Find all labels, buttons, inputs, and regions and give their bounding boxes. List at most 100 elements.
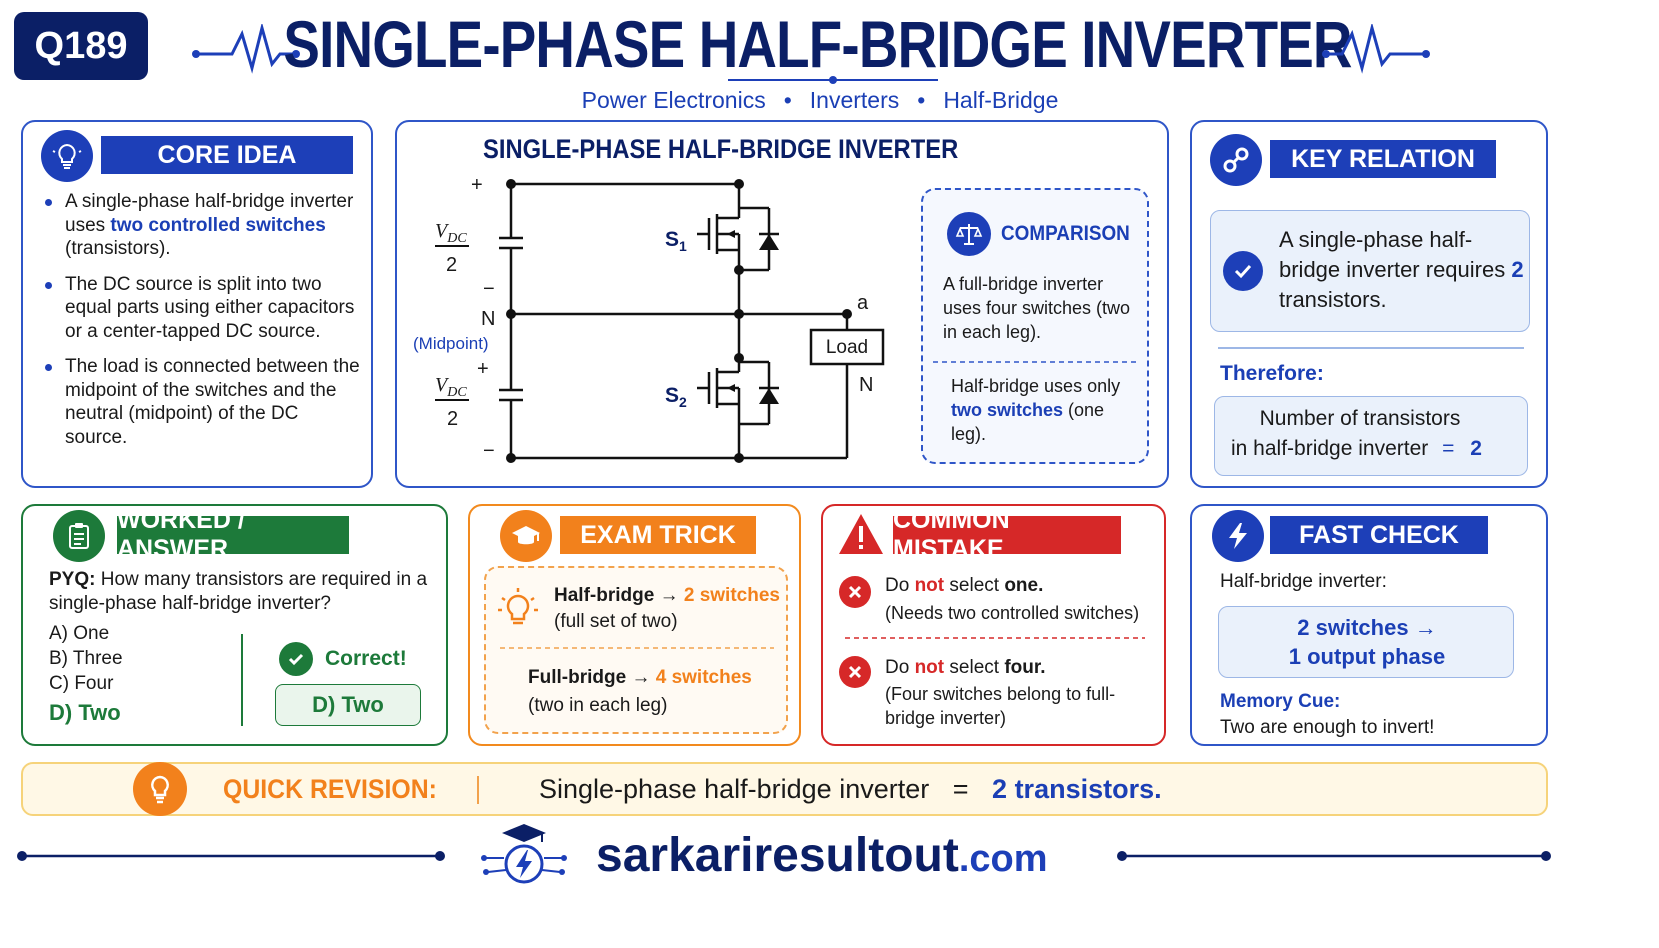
comparison-fullbridge-text: A full-bridge inverter uses four switche…	[943, 274, 1131, 342]
half-bridge-circuit-diagram	[435, 179, 885, 463]
vdc-label-top: VDC	[435, 220, 467, 246]
cross-icon	[839, 576, 871, 608]
switch-s1-label: S1	[665, 228, 687, 255]
graduation-cap-icon	[500, 510, 552, 562]
lightbulb-icon	[41, 130, 93, 182]
exam-trick-box: Half-bridge → 2 switches (full set of tw…	[484, 566, 788, 734]
subtitle-separator: •	[917, 86, 926, 113]
circuit-panel: SINGLE-PHASE HALF-BRIDGE INVERTER	[395, 120, 1169, 488]
lightbulb-icon	[133, 762, 187, 816]
balance-scale-icon	[947, 212, 991, 256]
list-item: The DC source is split into two equal pa…	[43, 273, 361, 344]
footer-brand: sarkariresultout.com	[596, 829, 1048, 882]
exam-trick-panel: EXAM TRICK Half-bridge → 2 switches (ful…	[468, 504, 801, 746]
plus-sign-top: +	[471, 174, 483, 196]
result-line-2: in half-bridge inverter = 2	[1231, 437, 1482, 460]
core-idea-panel: CORE IDEA A single-phase half-bridge inv…	[21, 120, 373, 488]
minus-sign-bottom: −	[483, 440, 495, 462]
fullbridge-trick: Full-bridge → 4 switches	[528, 667, 752, 688]
node-n-label: N	[859, 374, 874, 396]
common-mistake-title: COMMON MISTAKE	[893, 506, 1121, 563]
lightbulb-idea-icon	[498, 588, 538, 625]
option-c: C) Four	[49, 673, 114, 694]
result-box: Number of transistors in half-bridge inv…	[1214, 396, 1528, 476]
result-line-1: Number of transistors	[1259, 407, 1461, 430]
key-relation-panel: KEY RELATION A single-phase half-bridge …	[1190, 120, 1548, 488]
node-a-label: a	[857, 292, 869, 314]
halfbridge-trick: Half-bridge → 2 switches	[554, 585, 780, 606]
lightning-icon	[1212, 510, 1264, 562]
cross-icon	[839, 656, 871, 688]
key-relation-title: KEY RELATION	[1270, 140, 1496, 178]
warning-icon	[839, 514, 883, 554]
vdc-label-bottom: VDC	[435, 374, 467, 400]
subtitle-item: Half-Bridge	[943, 86, 1059, 113]
option-d-correct: D) Two	[49, 700, 121, 725]
option-a: A) One	[49, 623, 110, 644]
page-title: SINGLE-PHASE HALF-BRIDGE INVERTER	[283, 7, 1352, 81]
memory-cue-label: Memory Cue:	[1220, 691, 1341, 712]
fullbridge-trick-sub: (two in each leg)	[528, 695, 668, 716]
subtitle-separator: •	[783, 86, 792, 113]
load-label: Load	[825, 337, 869, 358]
checkmark-icon	[1223, 251, 1263, 291]
midpoint-label: (Midpoint)	[413, 334, 489, 353]
mistake-one-text: Do not select one.	[885, 575, 1044, 596]
subtitle-breadcrumb: Power Electronics • Inverters • Half-Bri…	[540, 84, 1100, 116]
core-idea-list: A single-phase half-bridge inverter uses…	[43, 190, 361, 461]
quick-revision-divider	[477, 776, 479, 804]
comparison-title: COMPARISON	[1001, 222, 1130, 245]
halfbridge-trick-sub: (full set of two)	[554, 611, 678, 632]
link-icon	[1210, 134, 1262, 186]
answer-box: D) Two	[275, 684, 421, 726]
comparison-divider	[933, 361, 1139, 363]
plus-sign-bottom: +	[477, 358, 489, 380]
neutral-label: N	[481, 308, 496, 330]
check-circle-icon	[279, 642, 313, 676]
subtitle-item: Power Electronics	[581, 86, 766, 113]
key-divider	[1218, 347, 1524, 349]
mistake-four-text: Do not select four.	[885, 657, 1046, 678]
worked-answer-title: WORKED / ANSWER	[117, 506, 349, 563]
quick-revision-label: QUICK REVISION:	[223, 774, 437, 804]
comparison-halfbridge-text: Half-bridge uses only two switches (one …	[951, 376, 1121, 444]
clipboard-icon	[53, 510, 105, 562]
comparison-box: COMPARISON A full-bridge inverter uses f…	[921, 188, 1149, 464]
list-item: A single-phase half-bridge inverter uses…	[43, 190, 361, 261]
minus-sign-top: −	[483, 278, 495, 300]
waveform-icon-right	[1322, 24, 1430, 74]
quick-revision-bar: QUICK REVISION: Single-phase half-bridge…	[21, 762, 1548, 816]
fast-check-title: FAST CHECK	[1270, 516, 1488, 554]
key-statement-box: A single-phase half-bridge inverter requ…	[1210, 210, 1530, 332]
key-statement-text: A single-phase half-bridge inverter requ…	[1279, 227, 1524, 312]
option-b: B) Three	[49, 648, 123, 669]
exam-trick-title: EXAM TRICK	[560, 516, 756, 554]
footer-line-right	[1117, 851, 1551, 861]
fast-check-line-2: 1 output phase	[1288, 644, 1446, 669]
waveform-icon-left	[192, 24, 300, 74]
switch-s2-label: S2	[665, 384, 687, 411]
brand-logo-icon	[481, 824, 567, 884]
core-idea-title: CORE IDEA	[101, 136, 353, 174]
answer-divider	[241, 634, 243, 726]
question-badge: Q189	[14, 12, 148, 80]
mistake-one-sub: (Needs two controlled switches)	[885, 603, 1140, 623]
therefore-label: Therefore:	[1220, 362, 1324, 385]
mistake-divider	[845, 637, 1145, 639]
pyq-question: PYQ: How many transistors are required i…	[49, 569, 428, 614]
correct-label: Correct!	[325, 647, 407, 670]
trick-divider	[500, 647, 774, 649]
footer-line-left	[17, 851, 445, 861]
vdc-denominator-bottom: 2	[447, 408, 459, 430]
vdc-denominator-top: 2	[446, 254, 458, 276]
quick-revision-text: Single-phase half-bridge inverter = 2 tr…	[539, 774, 1162, 804]
mistake-four-sub: (Four switches belong to full-bridge inv…	[885, 684, 1116, 728]
worked-answer-panel: WORKED / ANSWER PYQ: How many transistor…	[21, 504, 448, 746]
list-item: The load is connected between the midpoi…	[43, 355, 361, 449]
fast-check-line-1: 2 switches →	[1297, 615, 1437, 640]
subtitle-item: Inverters	[809, 86, 900, 113]
fast-check-panel: FAST CHECK Half-bridge inverter: 2 switc…	[1190, 504, 1548, 746]
circuit-title: SINGLE-PHASE HALF-BRIDGE INVERTER	[483, 134, 959, 164]
common-mistake-panel: COMMON MISTAKE Do not select one. (Needs…	[821, 504, 1166, 746]
fast-check-box: 2 switches → 1 output phase	[1218, 606, 1514, 678]
